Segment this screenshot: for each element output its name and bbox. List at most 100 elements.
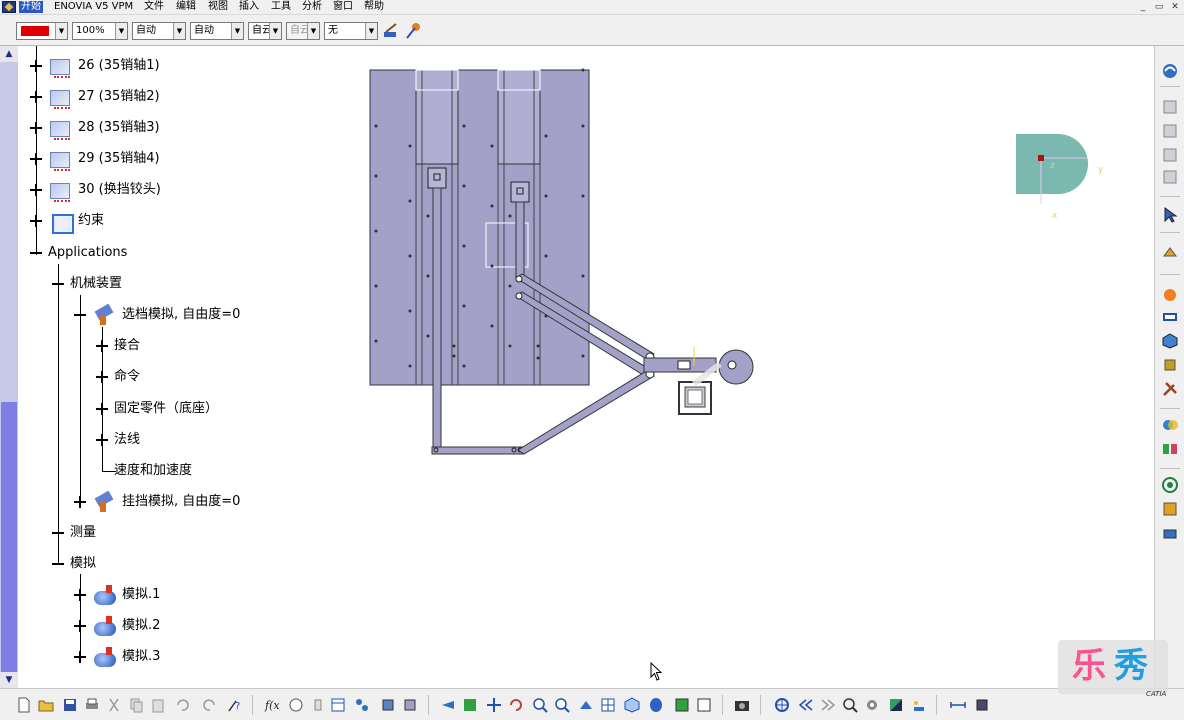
assembly-constraints-icon[interactable]: [1161, 122, 1179, 140]
layer-dropdown[interactable]: 无 ▼: [324, 22, 378, 40]
collapse-icon[interactable]: [52, 558, 64, 570]
bottom-link[interactable]: [431, 446, 525, 455]
rotate-icon[interactable]: [508, 697, 524, 713]
properties-brush-icon[interactable]: [404, 22, 422, 40]
expand-icon[interactable]: [74, 589, 86, 601]
fly-icon[interactable]: [440, 697, 456, 713]
fit-all-icon[interactable]: [462, 697, 478, 713]
render-icon[interactable]: [888, 697, 904, 713]
expand-icon[interactable]: [30, 91, 42, 103]
new-icon[interactable]: [16, 697, 32, 713]
menu-enovia[interactable]: ENOVIA V5 VPM: [54, 1, 134, 12]
iso-view-icon[interactable]: [624, 697, 640, 713]
assembly-drawing[interactable]: z y x: [348, 46, 1154, 688]
step-back-icon[interactable]: [798, 697, 814, 713]
formula-icon[interactable]: f(x): [264, 697, 280, 713]
normal-view-icon[interactable]: [578, 697, 594, 713]
cube-icon[interactable]: [1161, 332, 1179, 350]
measure-item-icon[interactable]: [974, 697, 990, 713]
menu-start[interactable]: 开始: [19, 1, 43, 13]
open-icon[interactable]: [38, 697, 54, 713]
analysis-icon[interactable]: [402, 697, 418, 713]
hide-show-icon[interactable]: [674, 697, 690, 713]
menu-help[interactable]: 帮助: [364, 1, 384, 12]
expand-icon[interactable]: [30, 184, 42, 196]
collapse-icon[interactable]: [52, 278, 64, 290]
tree-scrollbar[interactable]: ▲ ▼: [0, 46, 18, 688]
expand-icon[interactable]: [74, 651, 86, 663]
linetype-short-dropdown[interactable]: 自云 ▼: [248, 22, 282, 40]
compass-snap-icon[interactable]: [774, 697, 790, 713]
menu-edit[interactable]: 编辑: [176, 1, 196, 12]
cut-icon[interactable]: [106, 697, 122, 713]
zoom-dropdown[interactable]: 100% ▼: [72, 22, 128, 40]
tools-icon[interactable]: [1161, 380, 1179, 398]
paste-icon[interactable]: [150, 697, 166, 713]
light-icon[interactable]: [910, 697, 926, 713]
catalog-icon[interactable]: [354, 697, 370, 713]
color-dropdown[interactable]: ▼: [16, 22, 68, 40]
film-icon[interactable]: [1161, 308, 1179, 326]
parameter-icon[interactable]: [310, 697, 326, 713]
collapse-icon[interactable]: [30, 247, 42, 259]
new-mechanism-icon[interactable]: [1161, 98, 1179, 116]
measure-between-icon[interactable]: [950, 697, 966, 713]
step-forward-icon[interactable]: [820, 697, 836, 713]
workbench-icon[interactable]: [1161, 62, 1179, 80]
menu-insert[interactable]: 插入: [239, 1, 259, 12]
compass[interactable]: z y x: [1016, 134, 1104, 221]
shift-rod-right[interactable]: [515, 201, 525, 278]
print-icon[interactable]: [84, 697, 100, 713]
joint-icon[interactable]: [1161, 168, 1179, 186]
painter-icon[interactable]: [382, 22, 400, 40]
expand-icon[interactable]: [30, 153, 42, 165]
gear-icon[interactable]: [864, 697, 880, 713]
pan-icon[interactable]: [486, 697, 502, 713]
expand-icon[interactable]: [30, 60, 42, 72]
menu-file[interactable]: 文件: [144, 1, 164, 12]
thickness-dropdown[interactable]: 自动 ▼: [190, 22, 244, 40]
fixed-part-icon[interactable]: [1161, 146, 1179, 164]
link-upper[interactable]: [515, 273, 655, 361]
table-icon[interactable]: [330, 697, 346, 713]
zoom-in-icon[interactable]: [532, 697, 548, 713]
flexible-icon[interactable]: [380, 697, 396, 713]
menu-window[interactable]: 窗口: [333, 1, 353, 12]
redo-icon[interactable]: [202, 697, 218, 713]
sensor-icon[interactable]: [1161, 356, 1179, 374]
menu-analysis[interactable]: 分析: [302, 1, 322, 12]
expand-icon[interactable]: [74, 620, 86, 632]
slider-block-left[interactable]: [427, 167, 447, 189]
knowledge-icon[interactable]: [288, 697, 304, 713]
scroll-down-icon[interactable]: ▼: [0, 672, 18, 688]
trace-icon[interactable]: [1161, 500, 1179, 518]
line-type-dropdown[interactable]: 自动 ▼: [132, 22, 186, 40]
base-plate[interactable]: [369, 69, 590, 386]
save-icon[interactable]: [62, 697, 78, 713]
swept-volume-icon[interactable]: [1161, 476, 1179, 494]
select-cursor-icon[interactable]: [1161, 206, 1179, 224]
camera-icon[interactable]: [734, 697, 750, 713]
catia-logo-icon[interactable]: [2, 1, 16, 13]
undo-icon[interactable]: [174, 697, 190, 713]
expand-icon[interactable]: [30, 122, 42, 134]
copy-icon[interactable]: [128, 697, 144, 713]
swap-space-icon[interactable]: [696, 697, 712, 713]
3d-viewport[interactable]: z y x: [348, 46, 1154, 688]
collapse-icon[interactable]: [74, 309, 86, 321]
minimize-icon[interactable]: _: [1140, 2, 1146, 12]
restore-icon[interactable]: ▭: [1154, 2, 1164, 12]
snap-icon[interactable]: [1161, 244, 1179, 262]
scroll-up-icon[interactable]: ▲: [0, 46, 18, 62]
zoom-out-icon[interactable]: [554, 697, 570, 713]
scroll-thumb[interactable]: [1, 402, 17, 672]
help-icon[interactable]: ?: [226, 697, 242, 713]
speed-analysis-icon[interactable]: [1161, 524, 1179, 542]
expand-icon[interactable]: [96, 371, 108, 383]
menu-view[interactable]: 视图: [208, 1, 228, 12]
expand-icon[interactable]: [96, 340, 108, 352]
expand-icon[interactable]: [74, 496, 86, 508]
distance-icon[interactable]: [1161, 440, 1179, 458]
shading-icon[interactable]: [648, 697, 664, 713]
search-icon[interactable]: [842, 697, 858, 713]
